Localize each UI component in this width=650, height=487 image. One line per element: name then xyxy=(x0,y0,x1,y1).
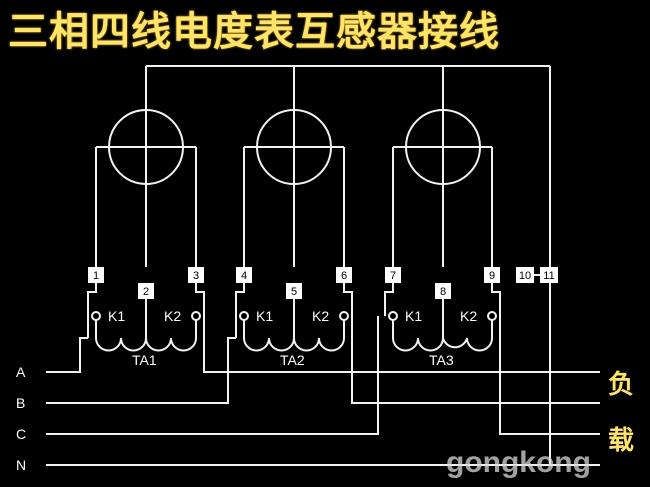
phase-c-line xyxy=(46,316,600,435)
terminal-5 xyxy=(286,283,302,299)
ct1-k2-label: K2 xyxy=(164,308,181,324)
ct2-k1-terminal xyxy=(239,311,249,321)
ct3-k2-label: K2 xyxy=(460,308,477,324)
terminal-label-7: 7 xyxy=(390,270,396,282)
ct3-k1-label: K1 xyxy=(405,308,422,324)
ct1-winding xyxy=(95,337,197,352)
meter-element-3 xyxy=(392,109,493,267)
ct2-k2-terminal xyxy=(339,311,349,321)
terminal-label-2: 2 xyxy=(143,286,149,298)
ct1-k1-label: K1 xyxy=(108,308,125,324)
ct1-label: TA1 xyxy=(132,352,157,368)
terminal-block: 1 2 3 4 5 6 7 8 9 10 11 xyxy=(88,267,558,299)
phase-label-c: C xyxy=(16,426,26,442)
terminal-label-6: 6 xyxy=(341,270,347,282)
terminal-4 xyxy=(236,267,252,283)
terminal-3 xyxy=(188,267,204,283)
watermark: gongkong xyxy=(446,446,591,479)
terminal-2 xyxy=(138,283,154,299)
terminal-6 xyxy=(336,267,352,283)
ct1-k1-terminal xyxy=(91,311,101,321)
top-bus-wire xyxy=(145,65,551,267)
ct2-label: TA2 xyxy=(280,352,305,368)
ct3-k2-terminal xyxy=(487,311,497,321)
terminal-10 xyxy=(516,267,534,283)
meter-element-1 xyxy=(95,109,197,267)
ct1-k2-terminal xyxy=(191,311,201,321)
current-transformer-3: K1 K2 TA3 xyxy=(384,283,501,368)
ct2-winding xyxy=(243,337,345,352)
terminal-7 xyxy=(385,267,401,283)
phase-b-line xyxy=(46,316,600,404)
terminal-11 xyxy=(540,267,558,283)
terminal-9 xyxy=(484,267,500,283)
terminal-label-4: 4 xyxy=(241,270,247,282)
terminal-label-1: 1 xyxy=(93,270,99,282)
terminal-1 xyxy=(88,267,104,283)
phase-label-n: N xyxy=(16,457,26,473)
terminal-label-11: 11 xyxy=(543,270,554,282)
ct2-k2-label: K2 xyxy=(312,308,329,324)
ct3-k1-terminal xyxy=(388,311,398,321)
load-label-top: 负 xyxy=(608,370,634,400)
meter-element-2 xyxy=(243,109,345,267)
ct3-winding xyxy=(392,337,493,352)
terminal-8 xyxy=(435,283,451,299)
terminal-label-3: 3 xyxy=(193,270,199,282)
terminal-label-8: 8 xyxy=(440,286,446,298)
diagram-title: 三相四线电度表互感器接线 xyxy=(8,9,500,55)
terminal-label-10: 10 xyxy=(519,270,531,282)
terminal-label-9: 9 xyxy=(489,270,495,282)
ct2-k1-label: K1 xyxy=(256,308,273,324)
current-transformer-2: K1 K2 TA2 xyxy=(235,283,353,368)
terminal-label-5: 5 xyxy=(291,286,297,298)
current-transformer-1: K1 K2 TA1 xyxy=(87,283,205,368)
load-label-bottom: 载 xyxy=(608,426,634,456)
phase-label-b: B xyxy=(16,395,25,411)
phase-label-a: A xyxy=(16,364,26,380)
phase-a-line xyxy=(46,316,600,373)
ct3-label: TA3 xyxy=(429,352,454,368)
neutral-line xyxy=(46,283,600,466)
